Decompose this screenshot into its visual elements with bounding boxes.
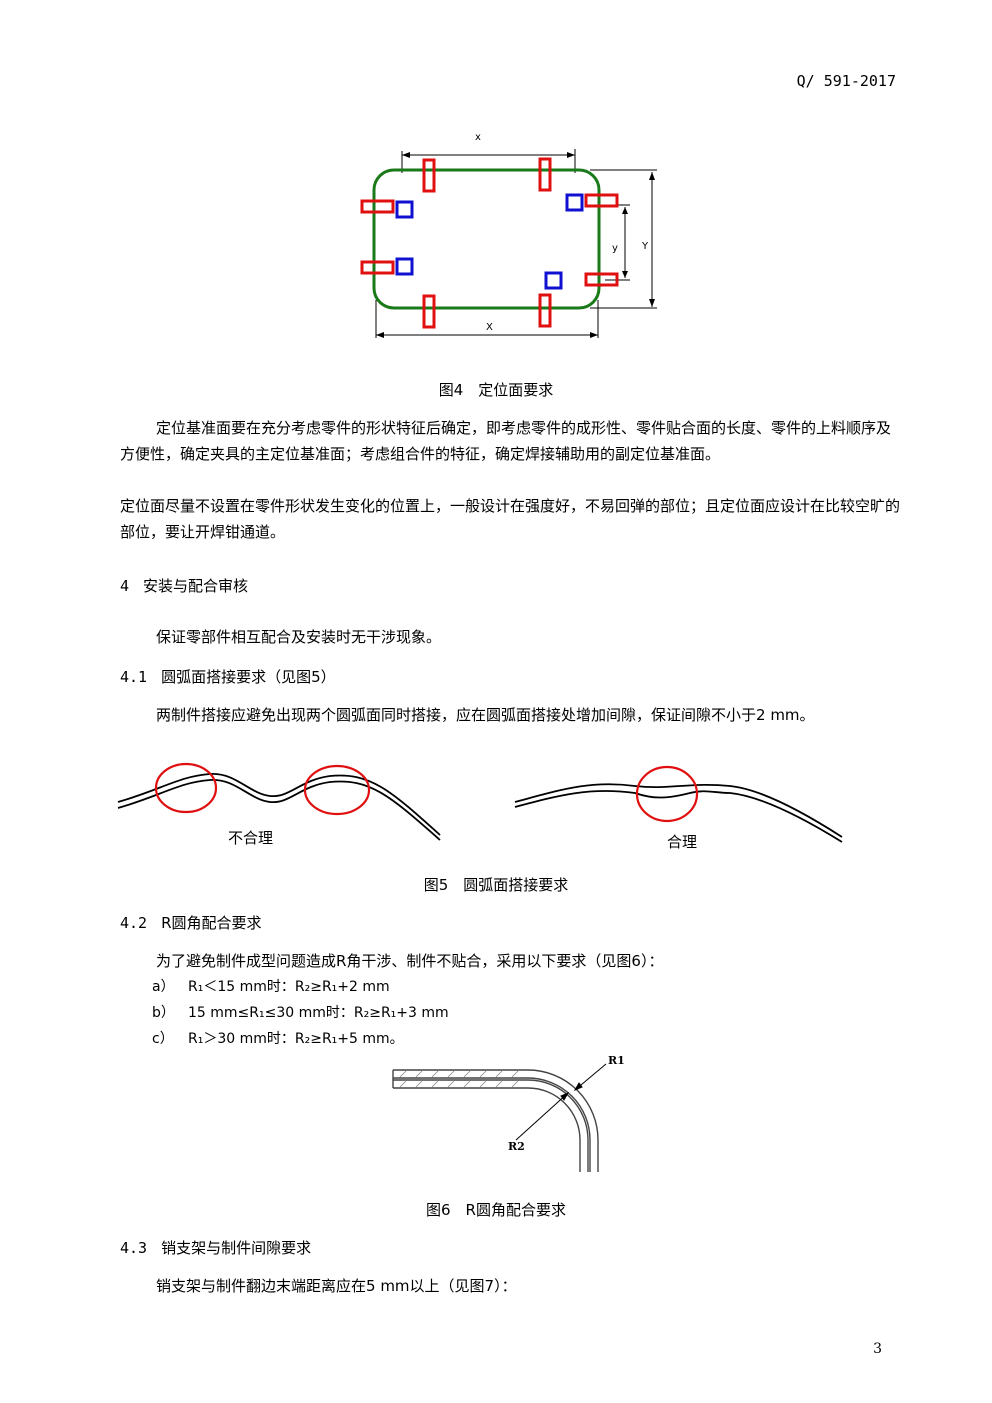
figure-5-diagram: 不合理 合理 [117,762,843,851]
paragraph-datum-surface: 定位基准面要在充分考虑零件的形状特征后确定，即考虑零件的成形性、零件贴合面的长度… [120,419,892,463]
section-number: 4.1 [120,668,148,686]
section-4-2-text: 为了避免制件成型问题造成R角干涉、制件不贴合，采用以下要求（见图6）： [156,952,664,970]
overlap-highlight [303,764,371,816]
locator-pin [538,157,552,192]
section-number: 4 [120,577,130,595]
paragraph-locating-surface: 定位面尽量不设置在零件形状发生变化的位置上，一般设计在强度好，不易回弹的部位；且… [120,497,901,541]
part-outline [372,168,601,310]
section-4-intro: 保证零部件相互配合及安装时无干涉现象。 [156,628,442,646]
locator-pin [360,260,395,275]
section-number: 4.3 [120,1239,148,1257]
figure-4-caption: 图4 定位面要求 [438,381,554,399]
locator-pin [422,158,436,193]
list-item-label: a） [152,979,175,995]
section-4-2-heading: 4.2 R圆角配合要求 [120,912,262,933]
locator-pin [584,193,619,208]
locator-pin [584,272,619,287]
figure-6-diagram: R1 R2 [392,1054,625,1172]
list-item-text: R₁＞30 mm时：R₂≥R₁+5 mm。 [188,1031,404,1047]
list-item: b） 15 mm≤R₁≤30 mm时：R₂≥R₁+3 mm [152,1002,449,1024]
list-item-text: 15 mm≤R₁≤30 mm时：R₂≥R₁+3 mm [188,1005,449,1021]
section-4-3-heading: 4.3 销支架与制件间隙要求 [120,1237,311,1258]
page-number: 3 [873,1341,882,1357]
list-item: c） R₁＞30 mm时：R₂≥R₁+5 mm。 [152,1028,404,1050]
list-item: a） R₁＜15 mm时：R₂≥R₁+2 mm [152,976,390,998]
section-title: R圆角配合要求 [161,914,262,932]
list-item-label: c） [152,1031,174,1047]
locator-block [565,193,584,212]
dim-label-x: x [475,132,481,143]
locator-block [395,257,414,276]
locator-pin [360,199,395,214]
label-reasonable: 合理 [667,833,697,851]
section-number: 4.2 [120,914,148,932]
label-unreasonable: 不合理 [228,829,273,847]
section-4-1-text: 两制件搭接应避免出现两个圆弧面同时搭接，应在圆弧面搭接处增加间隙，保证间隙不小于… [156,706,815,724]
dim-label-X: X [486,322,493,333]
section-title: 销支架与制件间隙要求 [161,1239,312,1257]
section-title: 安装与配合审核 [143,577,249,595]
locator-pin [422,294,436,329]
section-title: 圆弧面搭接要求（见图5） [161,668,336,686]
label-r1: R1 [608,1054,625,1067]
section-4-heading: 4 安装与配合审核 [120,575,248,596]
figure-5-caption: 图5 圆弧面搭接要求 [423,876,569,894]
overlap-highlight [635,765,699,823]
label-r2: R2 [508,1140,525,1153]
locator-block [395,200,414,219]
overlap-highlight [154,762,218,814]
dim-label-y: y [612,243,618,254]
section-4-3-text: 销支架与制件翻边末端距离应在5 mm以上（见图7）： [156,1277,517,1295]
figure-6-caption: 图6 R圆角配合要求 [426,1201,566,1219]
locator-block [544,271,563,290]
list-item-label: b） [152,1005,175,1021]
dim-label-Y: Y [641,241,649,252]
locator-pin [538,293,552,328]
section-4-1-heading: 4.1 圆弧面搭接要求（见图5） [120,666,336,687]
list-item-text: R₁＜15 mm时：R₂≥R₁+2 mm [188,979,390,995]
figure-4-diagram: x X y Y [360,132,657,338]
document-number: Q/ 591-2017 [796,72,896,90]
